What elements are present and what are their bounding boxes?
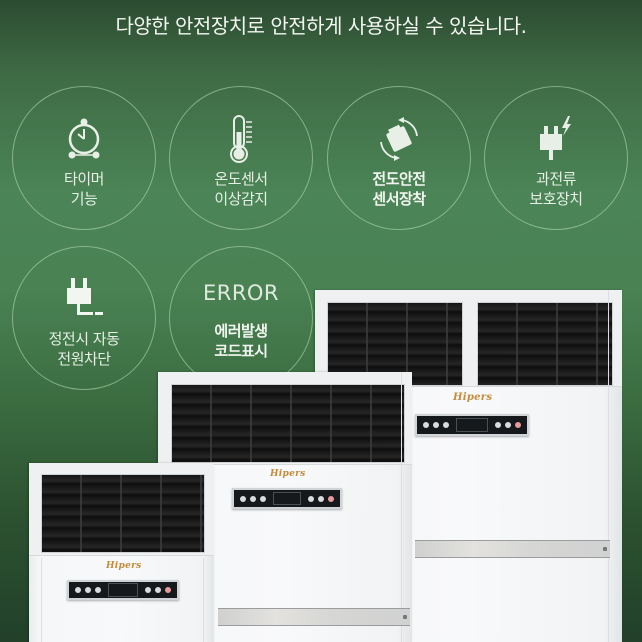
product-air-conditioner-medium: Hipers — [158, 372, 412, 642]
alarm-clock-icon — [64, 115, 104, 163]
feature-label-line1: 타이머 — [64, 170, 104, 188]
air-grille — [171, 384, 405, 463]
feature-badge-overcurrent-protection: 과전류 보호장치 — [484, 86, 628, 230]
brand-logo: Hipers — [453, 392, 493, 403]
feature-label: 에러발생 코드표시 — [214, 321, 268, 361]
feature-label: 과전류 보호장치 — [529, 169, 583, 209]
error-icon: ERROR — [202, 281, 280, 305]
thermometer-icon — [226, 115, 256, 163]
feature-label-line1: 정전시 자동 — [48, 330, 120, 348]
feature-label-line1: 과전류 — [536, 170, 576, 188]
unplug-icon — [61, 275, 107, 323]
tilt-rotation-icon — [376, 115, 422, 163]
feature-label-line2: 기능 — [70, 190, 98, 208]
control-panel — [232, 488, 342, 509]
brand-logo: Hipers — [270, 469, 306, 479]
feature-label-line2: 코드표시 — [214, 342, 268, 360]
feature-badge-power-cut: 정전시 자동 전원차단 — [12, 246, 156, 390]
feature-label: 정전시 자동 전원차단 — [49, 329, 120, 369]
plug-lightning-icon — [536, 115, 576, 163]
feature-label: 타이머 기능 — [64, 169, 104, 209]
brand-logo: Hipers — [106, 561, 142, 571]
feature-badge-error-code: ERROR 에러발생 코드표시 — [169, 246, 313, 390]
feature-label-line1: 온도센서 — [214, 170, 268, 188]
product-air-conditioner-small: Hipers — [29, 463, 214, 642]
control-panel — [415, 414, 529, 436]
feature-badge-temperature-sensor: 온도센서 이상감지 — [169, 86, 313, 230]
control-panel — [67, 580, 179, 600]
page-headline: 다양한 안전장치로 안전하게 사용하실 수 있습니다. — [115, 14, 527, 38]
feature-label: 전도안전 센서장착 — [372, 169, 426, 209]
feature-label-line2: 전원차단 — [57, 350, 111, 368]
feature-label-line1: 에러발생 — [214, 322, 268, 340]
air-grille-right — [477, 302, 613, 386]
feature-badge-timer: 타이머 기능 — [12, 86, 156, 230]
feature-label-line2: 센서장착 — [372, 190, 426, 208]
feature-label: 온도센서 이상감지 — [214, 169, 268, 209]
air-grille — [41, 474, 205, 553]
trim-strip — [218, 608, 410, 626]
feature-label-line2: 보호장치 — [529, 190, 583, 208]
feature-badge-tip-over-sensor: 전도안전 센서장착 — [327, 86, 471, 230]
feature-label-line1: 전도안전 — [372, 170, 426, 188]
trim-strip — [415, 540, 610, 558]
feature-label-line2: 이상감지 — [214, 190, 268, 208]
